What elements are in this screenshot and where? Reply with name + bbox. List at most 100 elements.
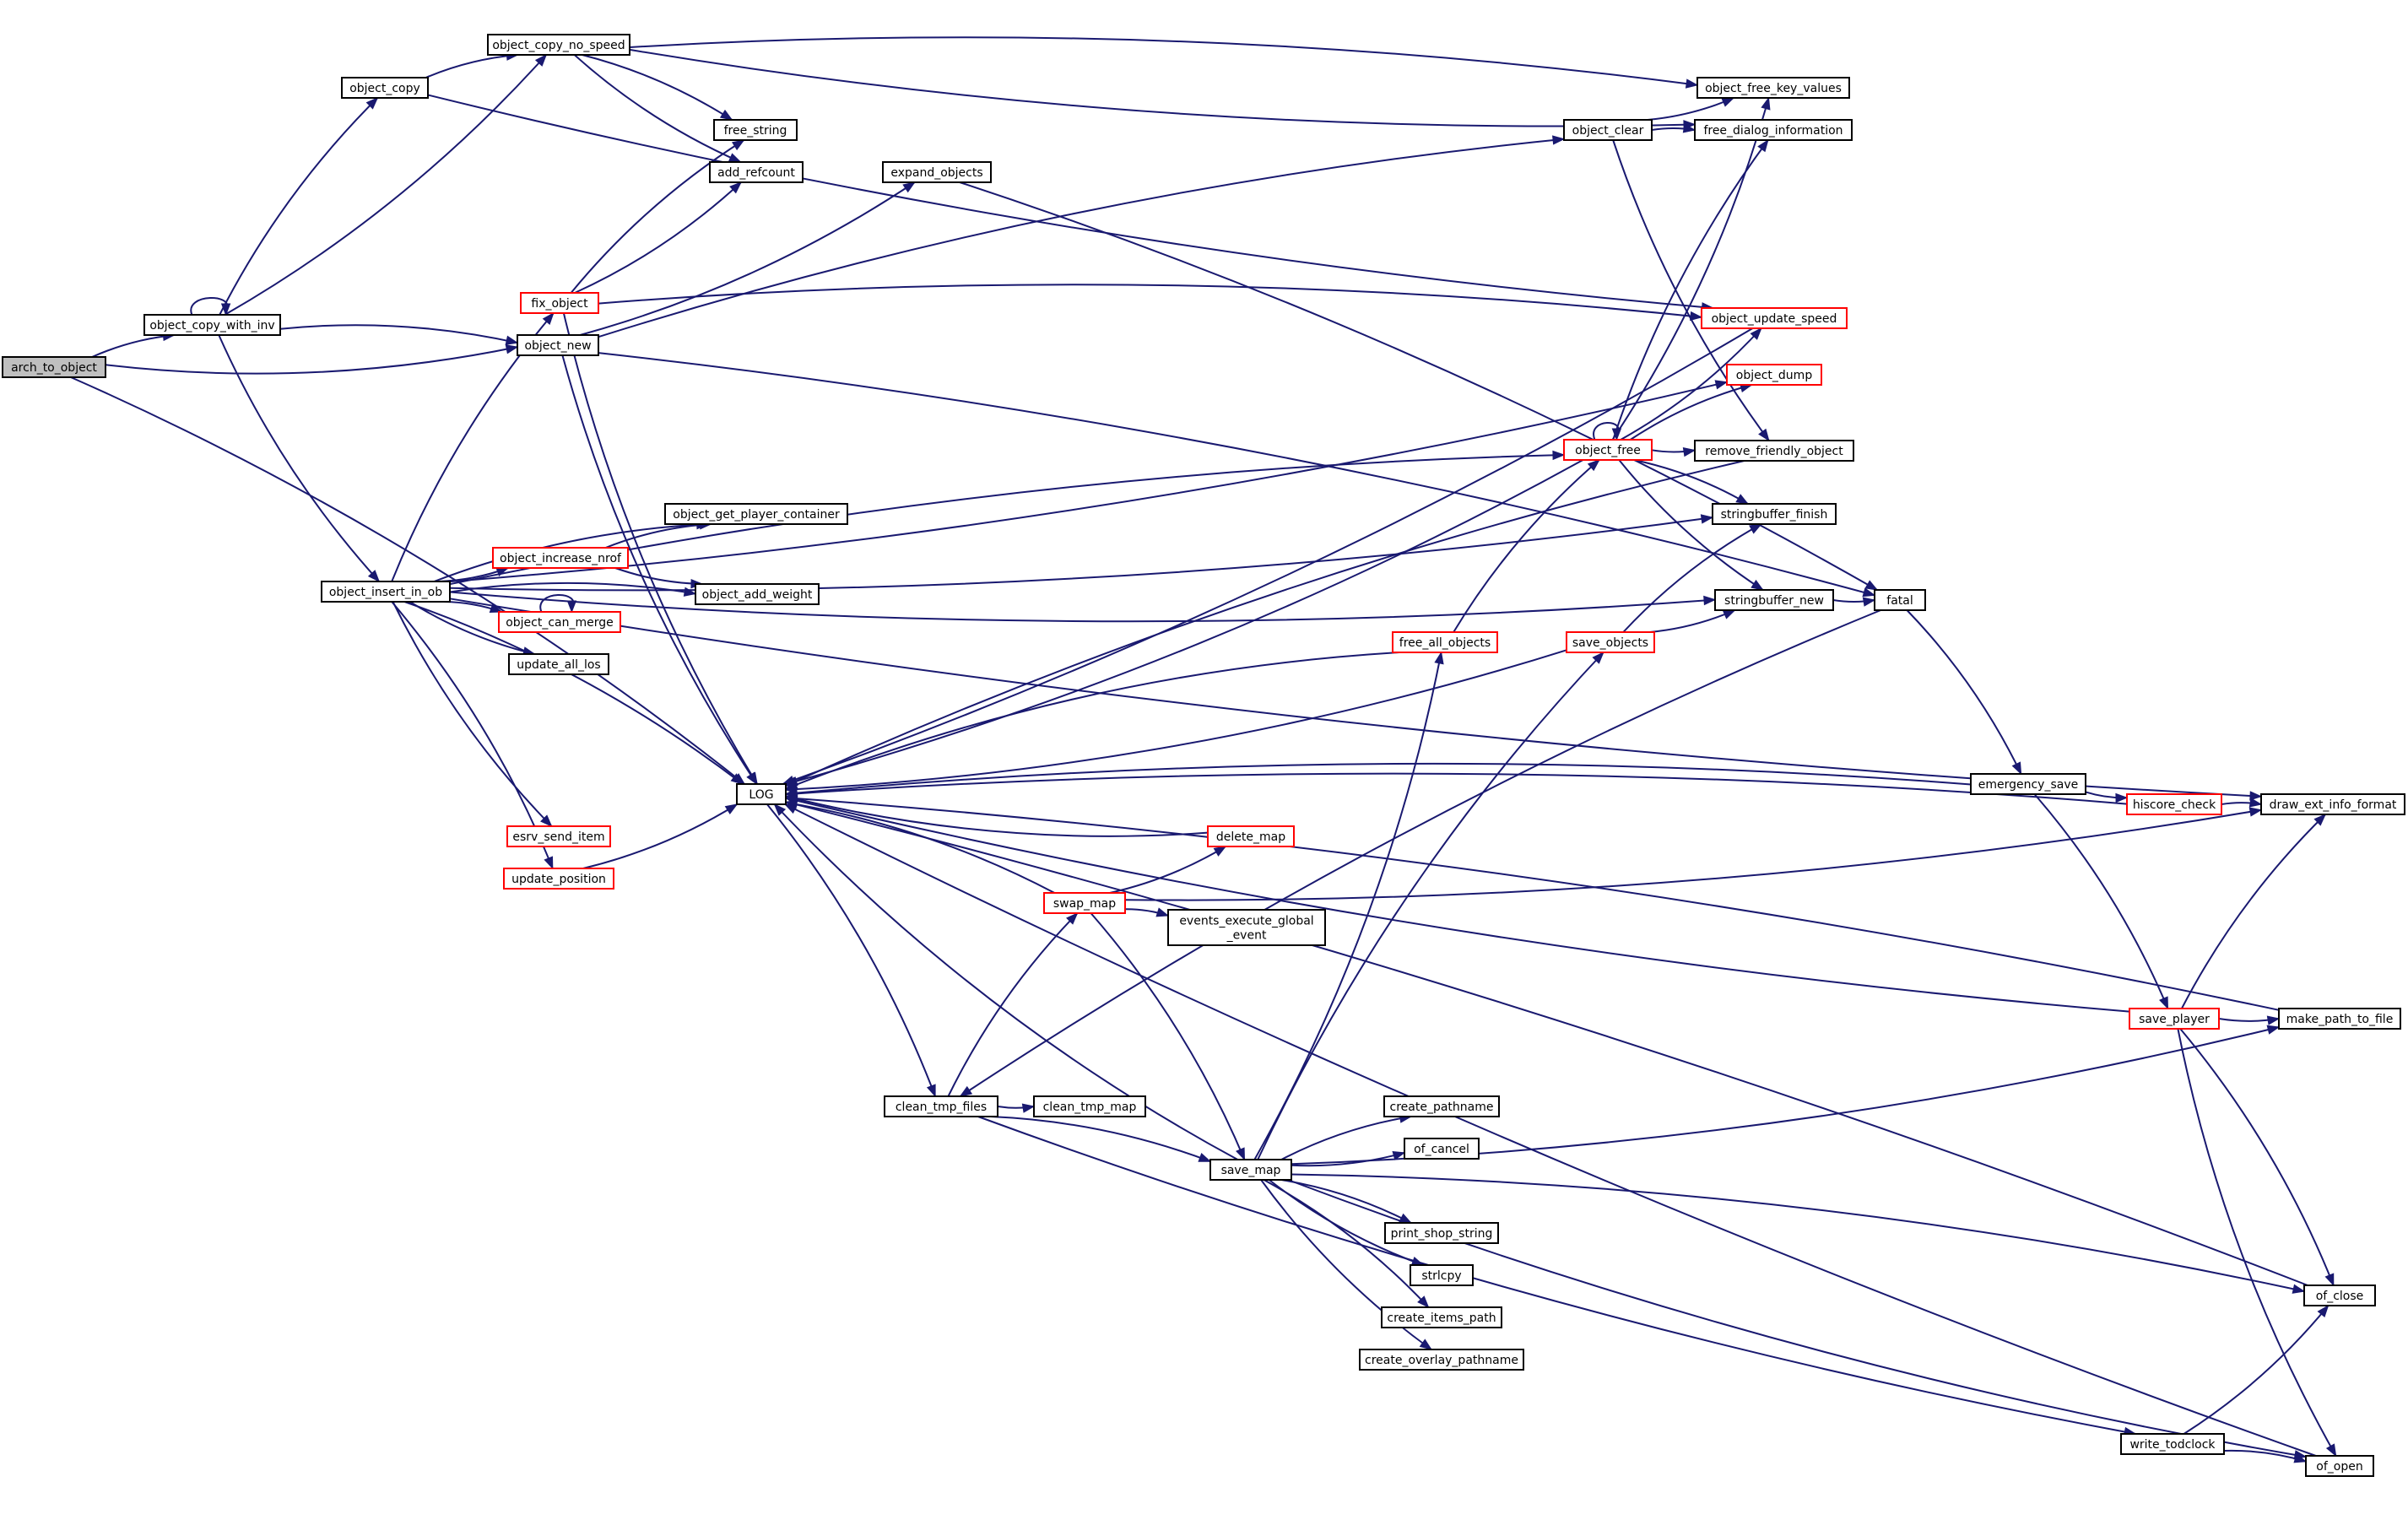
node-expand-objects[interactable]: expand_objects — [882, 161, 992, 183]
node-update-position[interactable]: update_position — [503, 868, 614, 890]
edge-object-free-to-remove-friendly-object — [1651, 446, 1696, 457]
node-object-update-speed[interactable]: object_update_speed — [1701, 307, 1848, 329]
node-object-can-merge[interactable]: object_can_merge — [498, 611, 621, 633]
node-object-dump[interactable]: object_dump — [1726, 364, 1822, 386]
node-object-increase-nrof[interactable]: object_increase_nrof — [492, 547, 629, 569]
node-print-shop-string[interactable]: print_shop_string — [1384, 1222, 1499, 1244]
node-label: object_insert_in_ob — [329, 586, 442, 599]
node-of-close[interactable]: of_close — [2303, 1285, 2376, 1306]
node-label: emergency_save — [1978, 778, 2079, 792]
node-events-execute-global-event[interactable]: events_execute_global_event — [1167, 909, 1326, 946]
edge-save-map-to-of-close — [1291, 1173, 2306, 1294]
node-swap-map[interactable]: swap_map — [1043, 892, 1126, 914]
node-label: _event — [1226, 929, 1267, 943]
node-label: free_all_objects — [1399, 636, 1491, 650]
node-free-string[interactable]: free_string — [713, 119, 798, 141]
node-save-map[interactable]: save_map — [1209, 1159, 1292, 1181]
node-draw-ext-info-format[interactable]: draw_ext_info_format — [2260, 793, 2405, 815]
node-remove-friendly-object[interactable]: remove_friendly_object — [1694, 440, 1854, 462]
edge-emergency-save-to-save-player — [2033, 793, 2169, 1010]
edge-swap-map-to-events-execute-global-event — [1124, 907, 1170, 917]
edge-object-update-speed-to-LOG — [782, 327, 1754, 785]
node-arch-to-object[interactable]: arch_to_object — [2, 356, 106, 378]
node-object-copy[interactable]: object_copy — [341, 77, 429, 99]
node-object-free-key-values[interactable]: object_free_key_values — [1696, 77, 1850, 99]
node-of-open[interactable]: of_open — [2305, 1455, 2374, 1477]
node-make-path-to-file[interactable]: make_path_to_file — [2278, 1008, 2401, 1030]
edge-fix-object-to-free-string — [570, 139, 745, 294]
edge-fix-object-to-object-update-speed — [598, 284, 1703, 322]
node-label: free_dialog_information — [1703, 124, 1843, 138]
node-create-items-path[interactable]: create_items_path — [1381, 1306, 1502, 1328]
node-label: fatal — [1886, 594, 1913, 608]
node-label: object_update_speed — [1712, 312, 1837, 326]
node-label: LOG — [749, 788, 773, 802]
edge-object-insert-in-ob-to-draw-ext-info-format — [449, 598, 2263, 801]
edge-object-copy-with-inv-to-object-copy — [219, 97, 379, 316]
node-object-add-weight[interactable]: object_add_weight — [695, 583, 820, 605]
node-label: strlcpy — [1421, 1269, 1461, 1283]
node-free-dialog-information[interactable]: free_dialog_information — [1694, 119, 1853, 141]
node-label: events_execute_global — [1179, 915, 1313, 928]
node-save-objects[interactable]: save_objects — [1566, 631, 1655, 653]
edges-layer — [70, 36, 2337, 1463]
node-add-refcount[interactable]: add_refcount — [709, 161, 804, 183]
node-emergency-save[interactable]: emergency_save — [1970, 773, 2086, 795]
node-object-clear[interactable]: object_clear — [1563, 119, 1653, 141]
node-write-todclock[interactable]: write_todclock — [2120, 1433, 2225, 1455]
edge-swap-map-to-LOG — [784, 799, 1055, 894]
node-label: free_string — [724, 124, 787, 138]
node-label: of_open — [2316, 1460, 2362, 1474]
node-create-pathname[interactable]: create_pathname — [1383, 1095, 1500, 1117]
node-object-get-player-container[interactable]: object_get_player_container — [664, 503, 848, 525]
node-create-overlay-pathname[interactable]: create_overlay_pathname — [1359, 1349, 1524, 1371]
node-clean-tmp-files[interactable]: clean_tmp_files — [884, 1095, 998, 1117]
node-label: make_path_to_file — [2286, 1013, 2394, 1026]
edge-fix-object-to-add-refcount — [574, 181, 743, 294]
node-label: update_all_los — [517, 658, 600, 672]
edge-write-todclock-to-of-close — [2183, 1304, 2330, 1435]
node-object-insert-in-ob[interactable]: object_insert_in_ob — [321, 581, 451, 603]
edge-object-can-merge-to-object-can-merge — [539, 594, 577, 614]
edge-clean-tmp-files-to-save-map — [990, 1116, 1212, 1163]
node-update-all-los[interactable]: update_all_los — [508, 653, 609, 675]
node-label: fix_object — [531, 297, 588, 311]
node-object-new[interactable]: object_new — [517, 334, 599, 356]
node-free-all-objects[interactable]: free_all_objects — [1392, 631, 1498, 653]
nodes-layer: arch_to_objectobject_copy_with_invobject… — [2, 34, 2405, 1477]
node-delete-map[interactable]: delete_map — [1207, 825, 1295, 847]
node-stringbuffer-new[interactable]: stringbuffer_new — [1714, 589, 1834, 611]
edge-object-new-to-expand-objects — [580, 181, 916, 336]
node-strlcpy[interactable]: strlcpy — [1410, 1264, 1474, 1286]
edge-object-copy-no-speed-to-object-free-key-values — [629, 36, 1699, 89]
node-label: object_add_weight — [702, 588, 813, 602]
node-clean-tmp-map[interactable]: clean_tmp_map — [1033, 1095, 1146, 1117]
node-label: print_shop_string — [1391, 1227, 1493, 1241]
edge-object-copy-no-speed-to-free-string — [582, 54, 733, 121]
node-save-player[interactable]: save_player — [2129, 1008, 2220, 1030]
edge-clean-tmp-files-to-clean-tmp-map — [997, 1103, 1036, 1113]
edge-object-clear-to-remove-friendly-object — [1612, 139, 1770, 442]
node-hiscore-check[interactable]: hiscore_check — [2126, 793, 2222, 815]
node-label: object_copy — [349, 82, 420, 95]
edge-object-copy-to-object-update-speed — [427, 94, 1714, 312]
edge-object-insert-in-ob-to-object-dump — [449, 380, 1729, 583]
node-label: object_new — [524, 339, 591, 353]
edge-save-map-to-free-all-objects — [1253, 651, 1444, 1160]
node-stringbuffer-finish[interactable]: stringbuffer_finish — [1712, 503, 1837, 525]
node-esrv-send-item[interactable]: esrv_send_item — [506, 825, 611, 847]
node-fix-object[interactable]: fix_object — [520, 292, 599, 314]
node-label: draw_ext_info_format — [2270, 798, 2397, 812]
edge-object-free-to-stringbuffer-finish — [1633, 459, 1750, 505]
node-label: create_items_path — [1387, 1312, 1496, 1325]
edge-object-clear-to-free-dialog-information — [1651, 123, 1696, 133]
node-object-copy-with-inv[interactable]: object_copy_with_inv — [143, 314, 281, 336]
node-label: create_pathname — [1390, 1101, 1494, 1114]
node-object-copy-no-speed[interactable]: object_copy_no_speed — [487, 34, 630, 56]
edge-hiscore-check-to-draw-ext-info-format — [2221, 798, 2263, 808]
node-of-cancel[interactable]: of_cancel — [1404, 1138, 1480, 1160]
node-fatal[interactable]: fatal — [1874, 589, 1926, 611]
node-object-free[interactable]: object_free — [1563, 439, 1653, 461]
node-LOG[interactable]: LOG — [736, 783, 787, 805]
